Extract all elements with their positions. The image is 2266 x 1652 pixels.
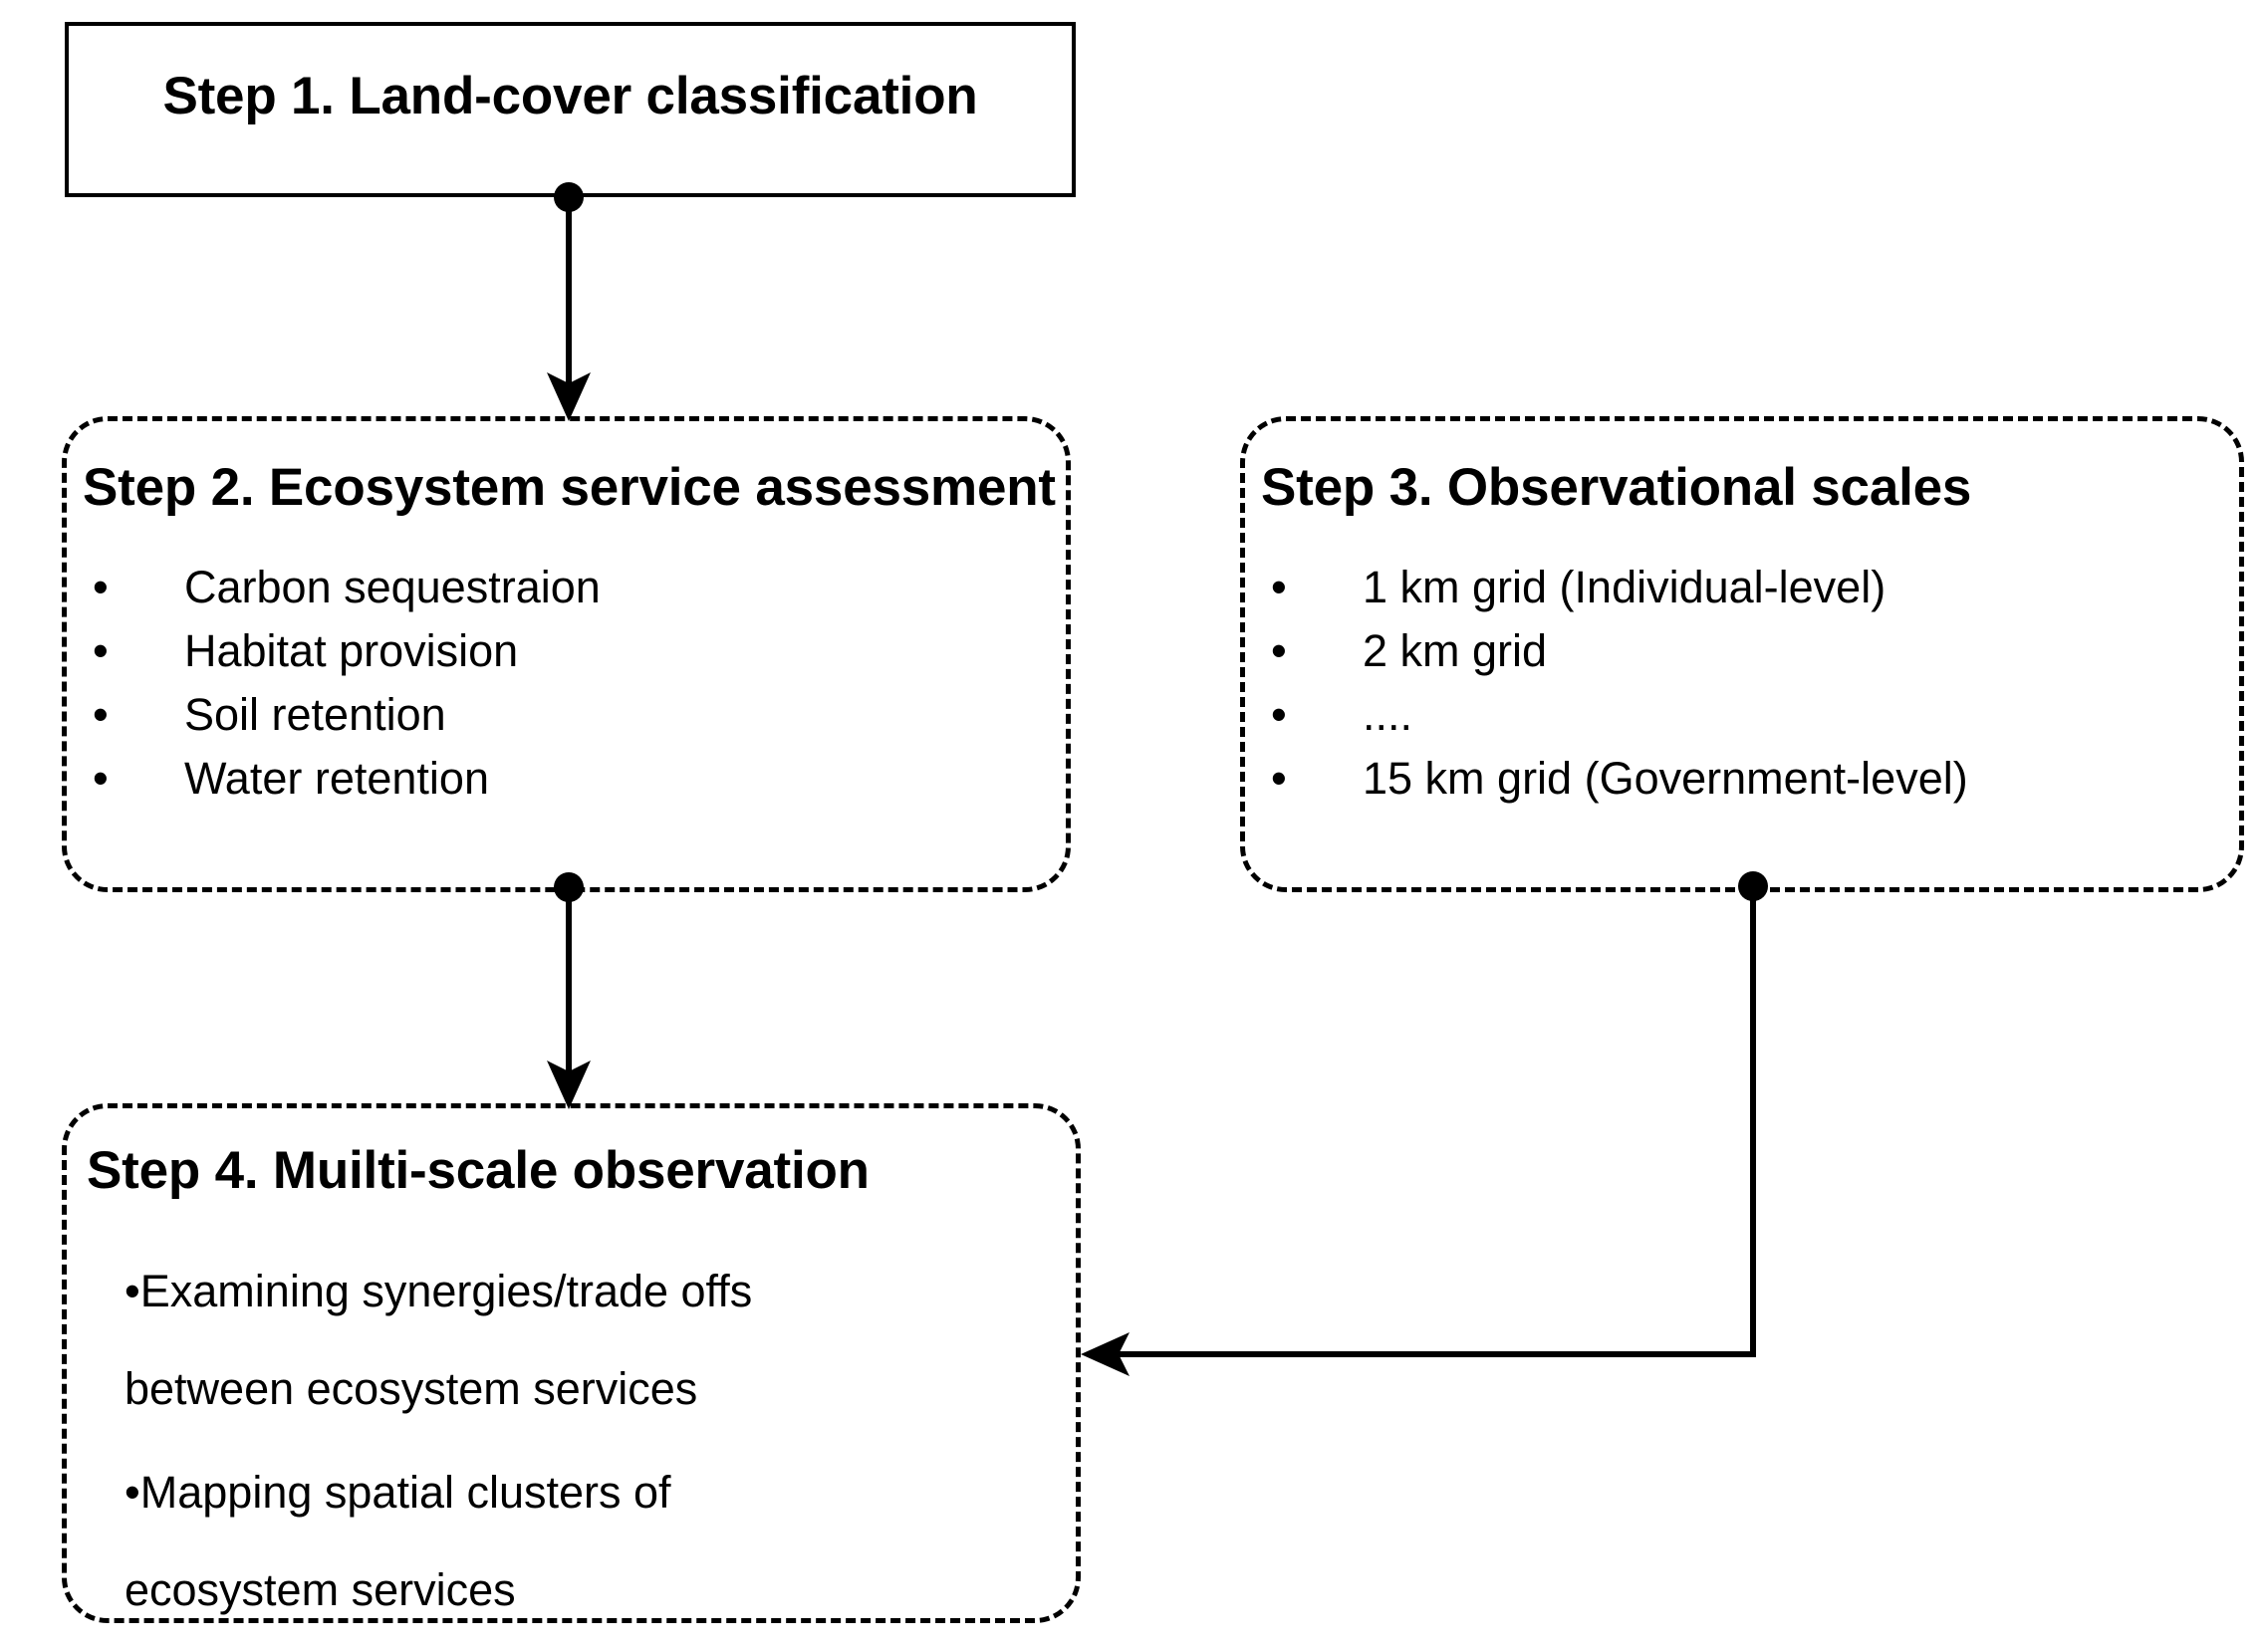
list-item: •Mapping spatial clusters of ecosystem s… xyxy=(125,1444,782,1639)
list-item-label: Water retention xyxy=(184,753,489,804)
bullet-dot-icon: • xyxy=(1271,689,1287,740)
list-item-label: 15 km grid (Government-level) xyxy=(1363,753,1968,804)
step-1-box[interactable]: Step 1. Land-cover classification xyxy=(65,22,1076,197)
step-3-bullet-list: • 1 km grid (Individual-level) • 2 km gr… xyxy=(1255,556,1968,811)
bullet-dot-icon: • xyxy=(125,1266,140,1316)
list-item: • 15 km grid (Government-level) xyxy=(1255,747,1968,811)
step-4-bullet-list: •Examining synergies/trade offs between … xyxy=(125,1243,802,1645)
list-item-label: Soil retention xyxy=(184,689,446,740)
list-item: • 1 km grid (Individual-level) xyxy=(1255,556,1968,619)
connector-step3-to-step4 xyxy=(1056,864,1793,1382)
connector-step1-to-step2 xyxy=(538,177,602,438)
list-item-label: Mapping spatial clusters of ecosystem se… xyxy=(125,1467,671,1615)
bullet-dot-icon: • xyxy=(93,689,109,740)
bullet-dot-icon: • xyxy=(1271,753,1287,804)
bullet-dot-icon: • xyxy=(93,753,109,804)
step-4-title: Step 4. Muilti-scale observation xyxy=(87,1141,870,1200)
list-item: • Habitat provision xyxy=(77,619,601,683)
list-item: • Carbon sequestraion xyxy=(77,556,601,619)
bullet-dot-icon: • xyxy=(1271,562,1287,612)
list-item-label: 2 km grid xyxy=(1363,625,1548,676)
step-2-title: Step 2. Ecosystem service assessment xyxy=(83,458,1056,517)
step-4-box[interactable]: Step 4. Muilti-scale observation •Examin… xyxy=(62,1103,1081,1623)
arrowhead-into-step4-right xyxy=(1081,1332,1130,1376)
bullet-dot-icon: • xyxy=(93,562,109,612)
list-item: • Water retention xyxy=(77,747,601,811)
list-item-label: Habitat provision xyxy=(184,625,519,676)
list-item-label: .... xyxy=(1363,689,1413,740)
list-item-label: Examining synergies/trade offs between e… xyxy=(125,1266,753,1414)
step-3-box[interactable]: Step 3. Observational scales • 1 km grid… xyxy=(1240,416,2244,892)
bullet-dot-icon: • xyxy=(1271,625,1287,676)
step-2-bullet-list: • Carbon sequestraion • Habitat provisio… xyxy=(77,556,601,811)
connector-step2-to-step4 xyxy=(538,868,602,1127)
step-1-title: Step 1. Land-cover classification xyxy=(162,67,978,125)
list-item: • .... xyxy=(1255,683,1968,747)
list-item-label: Carbon sequestraion xyxy=(184,562,601,612)
bullet-dot-icon: • xyxy=(93,625,109,676)
bullet-dot-icon: • xyxy=(125,1467,140,1518)
list-item: • Soil retention xyxy=(77,683,601,747)
list-item: •Examining synergies/trade offs between … xyxy=(125,1243,782,1438)
step-3-title: Step 3. Observational scales xyxy=(1261,458,1972,517)
list-item: • 2 km grid xyxy=(1255,619,1968,683)
arrowhead-into-step4 xyxy=(547,1061,591,1109)
list-item-label: 1 km grid (Individual-level) xyxy=(1363,562,1887,612)
connector-line-step3-step4 xyxy=(1104,886,1756,1357)
arrowhead-into-step2 xyxy=(547,372,591,421)
step-2-box[interactable]: Step 2. Ecosystem service assessment • C… xyxy=(62,416,1071,892)
